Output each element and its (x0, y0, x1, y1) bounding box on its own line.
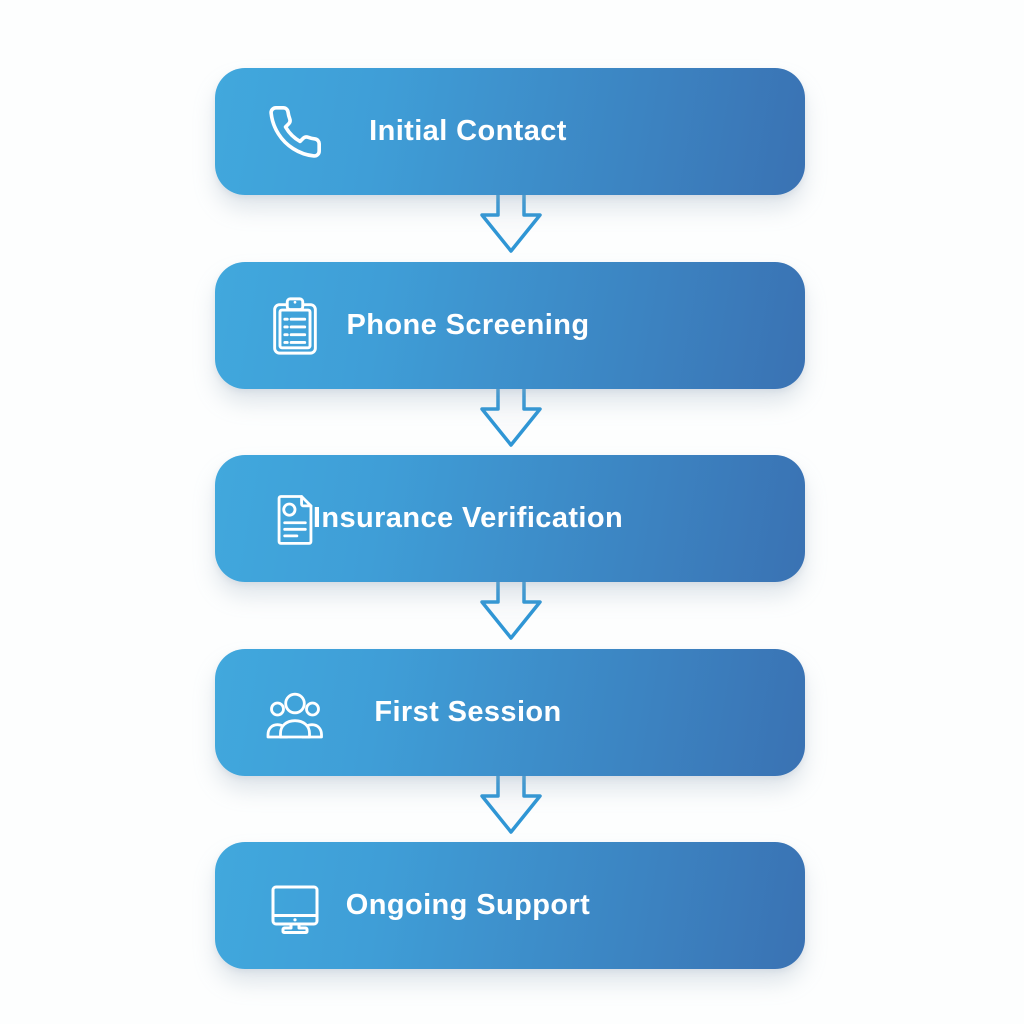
arrow-down-icon (480, 385, 542, 447)
arrow-down-icon (480, 191, 542, 253)
clipboard-checklist-icon (263, 294, 327, 358)
arrow-down-icon (480, 772, 542, 834)
phone-icon (263, 100, 327, 164)
arrow-down-icon (480, 578, 542, 640)
document-icon (263, 487, 327, 551)
step-label: Ongoing Support (345, 889, 591, 921)
people-group-icon (263, 681, 327, 745)
step-block-insurance-verification: Insurance Verification (215, 455, 805, 582)
step-block-phone-screening: Phone Screening (215, 262, 805, 389)
step-label: First Session (374, 696, 562, 728)
step-block-initial-contact: Initial Contact (215, 68, 805, 195)
step-label: Initial Contact (369, 115, 567, 147)
step-label: Phone Screening (346, 309, 590, 341)
step-label: Insurance Verification (312, 502, 624, 534)
step-block-ongoing-support: Ongoing Support (215, 842, 805, 969)
monitor-icon (263, 874, 327, 938)
step-block-first-session: First Session (215, 649, 805, 776)
